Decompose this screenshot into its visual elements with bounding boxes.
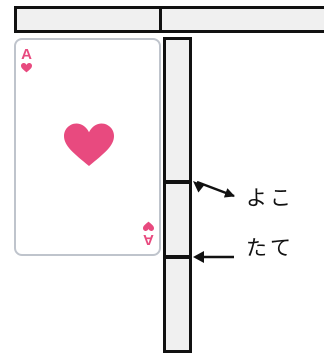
label-tate: たて [246, 232, 294, 262]
tate-arrowhead [193, 251, 204, 263]
label-yoko: よこ [246, 182, 294, 212]
yoko-arrow [197, 182, 234, 196]
